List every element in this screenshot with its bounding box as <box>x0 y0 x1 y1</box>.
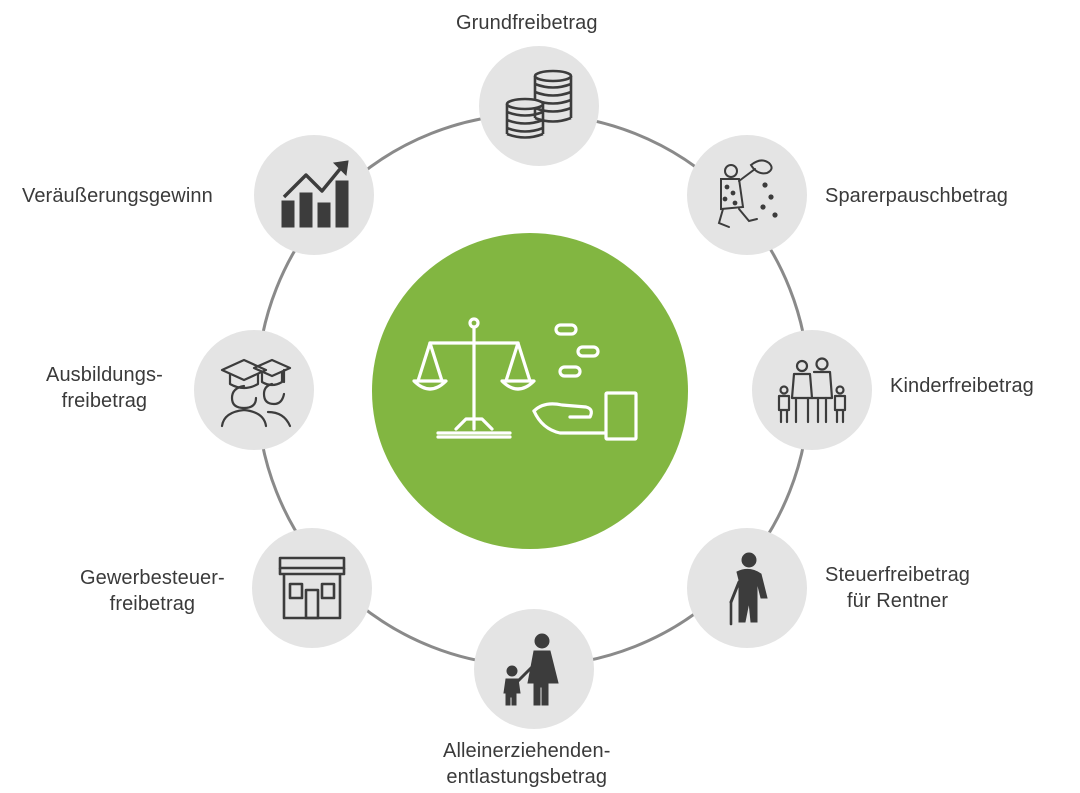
family-icon <box>777 357 847 424</box>
label-line: Sparerpauschbetrag <box>825 185 1009 207</box>
label-sparerpauschbetrag: Sparerpauschbetrag <box>825 183 1008 209</box>
label-steuerfreibetrag-rentner: Steuerfreibetrag für Rentner <box>825 562 970 614</box>
label-line: Veräußerungsgewinn <box>22 185 213 207</box>
label-veraeusserungsgewinn: Veräußerungsgewinn <box>22 183 213 209</box>
graduates-icon <box>220 358 292 428</box>
node-alleinerziehenden <box>474 609 594 729</box>
label-ausbildungsfreibetrag: Ausbildungs- freibetrag <box>46 362 163 414</box>
node-kinderfreibetrag <box>752 330 872 450</box>
label-line: Grundfreibetrag <box>456 12 598 34</box>
storefront-icon <box>278 556 346 620</box>
label-line: freibetrag <box>61 390 148 412</box>
node-steuerfreibetrag-rentner <box>687 528 807 648</box>
label-line: Gewerbesteuer- <box>80 567 225 589</box>
rising-chart-icon <box>281 160 349 228</box>
label-line: für Rentner <box>846 590 949 612</box>
elderly-person-cane-icon <box>729 552 768 626</box>
label-line: Ausbildungs- <box>46 364 163 386</box>
node-veraeusserungsgewinn <box>254 135 374 255</box>
center-circle <box>372 233 688 549</box>
label-line: Alleinerziehenden- <box>443 740 611 762</box>
label-line: entlastungsbetrag <box>446 766 608 788</box>
node-grundfreibetrag <box>479 46 599 166</box>
person-throwing-money-icon <box>717 159 778 228</box>
label-line: Kinderfreibetrag <box>890 375 1034 397</box>
node-gewerbesteuerfreibetrag <box>252 528 372 648</box>
label-alleinerziehenden: Alleinerziehenden- entlastungsbetrag <box>443 738 610 790</box>
node-ausbildungsfreibetrag <box>194 330 314 450</box>
label-line: Steuerfreibetrag <box>825 564 971 586</box>
label-grundfreibetrag: Grundfreibetrag <box>456 10 598 36</box>
label-kinderfreibetrag: Kinderfreibetrag <box>890 373 1034 399</box>
label-gewerbesteuerfreibetrag: Gewerbesteuer- freibetrag <box>80 565 225 617</box>
scales-and-hand-with-coins-icon <box>412 317 638 441</box>
coin-stacks-icon <box>505 69 573 139</box>
label-line: freibetrag <box>109 593 196 615</box>
mother-with-child-icon <box>503 633 559 706</box>
node-sparerpauschbetrag <box>687 135 807 255</box>
